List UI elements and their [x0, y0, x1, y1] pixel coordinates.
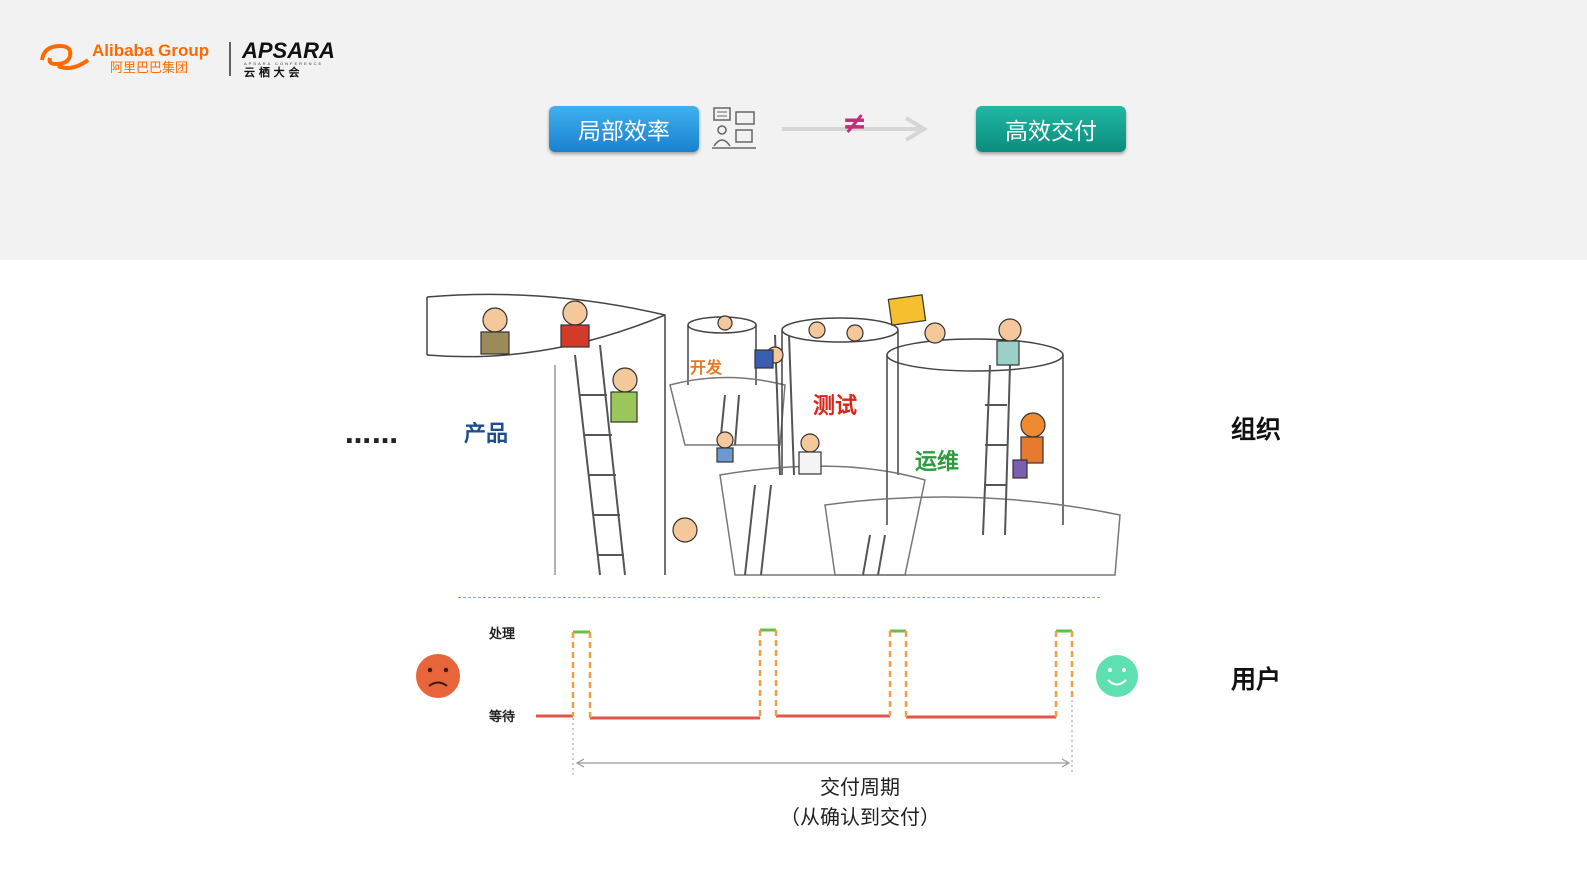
sad-face-icon	[416, 654, 460, 698]
wait-label: 等待	[489, 710, 516, 725]
not-equal-arrow	[782, 116, 928, 142]
product-label: 产品	[464, 422, 509, 447]
delivery-cycle-caption: 交付周期 （从确认到交付）	[700, 772, 1020, 832]
local-efficiency-pill: 局部效率	[549, 106, 699, 152]
ops-label: 运维	[915, 450, 960, 475]
test-label: 测试	[813, 394, 858, 419]
user-label: 用户	[1231, 665, 1282, 694]
process-label: 处理	[489, 627, 516, 642]
not-equal-sign: ≠	[842, 106, 868, 141]
event-sub: APSARA CONFERENCE	[244, 61, 323, 66]
org-label: 组织	[1231, 415, 1282, 444]
brand-en: Alibaba Group	[92, 41, 209, 60]
dev-label: 开发	[690, 358, 723, 377]
cycle-title: 交付周期	[820, 775, 900, 799]
alibaba-apsara-logo: Alibaba Group 阿里巴巴集团 APSARA APSARA CONFE…	[40, 38, 335, 79]
happy-face-icon	[1096, 655, 1138, 697]
efficient-delivery-pill: 高效交付	[976, 106, 1126, 152]
team-icon	[712, 107, 756, 149]
cycle-subtitle: （从确认到交付）	[780, 805, 940, 829]
local-efficiency-label: 局部效率	[578, 119, 670, 145]
ellipsis: ……	[345, 420, 399, 450]
brand-cn: 阿里巴巴集团	[110, 60, 188, 76]
separator-line	[458, 597, 1100, 598]
event-en: APSARA	[241, 38, 335, 63]
silo-illustration	[426, 293, 1121, 576]
event-cn: 云 栖 大 会	[244, 65, 300, 79]
efficient-delivery-label: 高效交付	[1005, 119, 1097, 145]
